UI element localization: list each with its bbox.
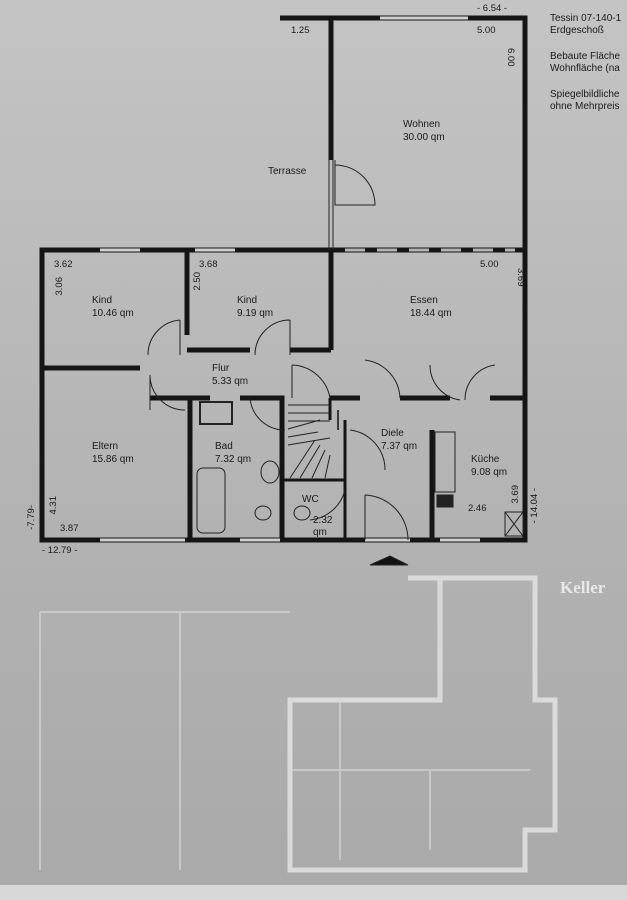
model-number: Tessin 07-140-1: [550, 13, 622, 24]
room-kueche-name: Küche: [471, 454, 500, 465]
dim-kind1-width: 3.62: [54, 259, 73, 270]
room-kind1-area: 10.46 qm: [92, 308, 134, 319]
staircase: [287, 404, 339, 479]
room-wohnen-area: 30.00 qm: [403, 132, 445, 143]
header-info: Tessin 07-140-1 Erdgeschoß Bebaute Fläch…: [550, 13, 622, 112]
bathtub-icon: [196, 467, 226, 534]
stove-heater-icon: [199, 401, 233, 425]
sink-kitchen-icon: [436, 494, 454, 508]
room-essen-area: 18.44 qm: [410, 308, 452, 319]
room-flur-area: 5.33 qm: [212, 376, 248, 387]
room-wc-name: WC: [302, 494, 319, 505]
room-flur-name: Flur: [212, 363, 230, 374]
room-kind2-name: Kind: [237, 295, 257, 306]
room-wohnen-name: Wohnen: [403, 119, 440, 130]
dim-kind1-depth: 3.06: [54, 277, 65, 296]
dim-kueche-depth: 3.69: [510, 485, 521, 504]
room-wc-area: 2.32: [313, 515, 333, 526]
basement-label: Keller: [560, 578, 606, 597]
dim-terrace-width: 1.25: [291, 25, 310, 36]
paper-edge: [0, 885, 627, 900]
built-area-label: Bebaute Fläche: [550, 51, 620, 62]
dim-kind2-depth: 2.50: [192, 272, 203, 291]
dim-essen-depth: 3.69: [515, 268, 526, 287]
toilet-icon: [254, 505, 272, 521]
room-essen-name: Essen: [410, 295, 438, 306]
dim-bottom-total: - 12.79 -: [42, 545, 77, 556]
mirror-note-2: ohne Mehrpreis: [550, 101, 619, 112]
fixtures: [196, 401, 524, 566]
sink-icon: [260, 460, 280, 484]
dimension-labels: - 6.54 - 1.25 5.00 6.00 3.62 3.06 3.68 2…: [26, 3, 540, 556]
dim-top-total: - 6.54 -: [477, 3, 507, 14]
dim-wohnen-width: 5.00: [477, 25, 496, 36]
room-wc-unit: qm: [313, 527, 327, 538]
dim-kind2-width: 3.68: [199, 259, 218, 270]
room-diele-name: Diele: [381, 428, 404, 439]
room-kueche-area: 9.08 qm: [471, 467, 507, 478]
living-area-label: Wohnfläche (na: [550, 63, 620, 74]
basement-plan-ghost: Keller: [39, 575, 606, 873]
room-eltern-name: Eltern: [92, 441, 118, 452]
floor-name: Erdgeschoß: [550, 25, 604, 36]
walls: [39, 15, 528, 543]
room-eltern-area: 15.86 qm: [92, 454, 134, 465]
mirror-note-1: Spiegelbildliche: [550, 89, 620, 100]
dim-kueche-width: 2.46: [468, 503, 487, 514]
room-diele-area: 7.37 qm: [381, 441, 417, 452]
toilet-icon: [293, 505, 311, 521]
dim-right-total: - 14.04 -: [529, 488, 540, 523]
room-bad-area: 7.32 qm: [215, 454, 251, 465]
room-kind2-area: 9.19 qm: [237, 308, 273, 319]
utility-cabinet-icon: [504, 511, 524, 537]
room-bad-name: Bad: [215, 441, 233, 452]
dim-essen-width: 5.00: [480, 259, 499, 270]
dim-eltern-depth: 4.31: [48, 496, 59, 515]
kitchen-counter-icon: [434, 431, 456, 493]
room-labels: Terrasse Wohnen 30.00 qm Kind 10.46 qm K…: [92, 119, 507, 538]
dim-left-total: -7.79-: [26, 505, 37, 530]
room-terrasse: Terrasse: [268, 166, 307, 177]
entrance-arrow-icon: [369, 555, 409, 566]
dim-wohnen-depth: 6.00: [505, 48, 516, 67]
dim-eltern-width: 3.87: [60, 523, 79, 534]
room-kind1-name: Kind: [92, 295, 112, 306]
door-swings: [147, 160, 496, 541]
